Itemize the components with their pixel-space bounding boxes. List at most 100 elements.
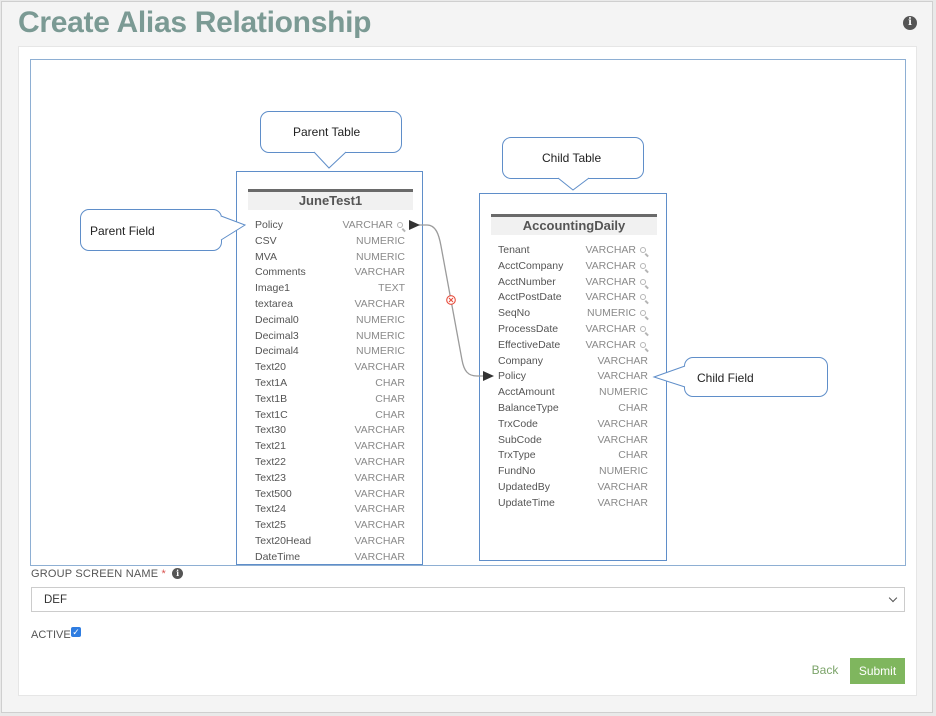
field-type: VARCHAR (354, 550, 405, 563)
field-name: TrxCode (498, 417, 538, 430)
field-name: Text23 (255, 471, 286, 484)
field-row[interactable]: AcctPostDate VARCHAR (498, 291, 648, 306)
child-field-callout: Child Field (684, 357, 828, 397)
field-type: VARCHAR (585, 291, 636, 304)
field-row[interactable]: AcctNumber VARCHAR (498, 276, 648, 291)
field-name: Policy (255, 219, 284, 231)
parent-field-callout-label: Parent Field (90, 224, 155, 238)
field-name: AcctCompany (498, 259, 564, 272)
field-name: UpdatedBy (498, 481, 550, 493)
field-type: VARCHAR (354, 487, 405, 500)
field-row[interactable]: FundNo NUMERIC (498, 465, 648, 480)
active-checkbox[interactable]: ✓ (71, 627, 81, 637)
field-row[interactable]: Text20 VARCHAR (255, 361, 405, 376)
field-name: AcctPostDate (498, 291, 562, 304)
parent-table-callout-label: Parent Table (293, 125, 361, 139)
parent-field-callout: Parent Field (80, 209, 222, 251)
parent-table-name: JuneTest1 (248, 189, 413, 210)
child-field-callout-label: Child Field (697, 371, 754, 385)
field-row[interactable]: CSV NUMERIC (255, 235, 405, 250)
field-type: VARCHAR (354, 298, 405, 310)
info-icon[interactable]: i (903, 16, 917, 30)
field-name: AcctNumber (498, 275, 556, 288)
field-type: CHAR (618, 402, 648, 414)
field-type: NUMERIC (599, 465, 648, 478)
field-type: NUMERIC (356, 345, 405, 358)
field-name: Text21 (255, 440, 286, 453)
field-row[interactable]: AcctAmount NUMERIC (498, 386, 648, 401)
field-type: CHAR (618, 449, 648, 462)
field-type: NUMERIC (599, 386, 648, 399)
field-type: VARCHAR (354, 424, 405, 437)
field-type: VARCHAR (354, 361, 405, 374)
child-table-name: AccountingDaily (491, 214, 657, 235)
field-name: Text24 (255, 503, 286, 516)
key-icon (640, 262, 646, 269)
field-type: VARCHAR (585, 338, 636, 351)
field-type: VARCHAR (585, 275, 636, 288)
info-icon[interactable]: i (172, 568, 184, 579)
field-name: CSV (255, 234, 277, 247)
field-name: FundNo (498, 465, 536, 478)
field-row[interactable]: Policy VARCHAR (255, 219, 405, 234)
field-row[interactable]: UpdatedBy VARCHAR (498, 481, 648, 496)
field-name: UpdateTime (498, 496, 555, 509)
field-type: VARCHAR (354, 471, 405, 484)
field-name: Company (498, 354, 543, 367)
field-type: VARCHAR (342, 219, 393, 231)
field-type: CHAR (375, 408, 405, 421)
back-button[interactable]: Back (811, 663, 839, 677)
field-type: NUMERIC (356, 234, 405, 247)
field-type: VARCHAR (354, 535, 405, 547)
field-name: DateTime (255, 550, 301, 563)
field-name: Text20 (255, 361, 286, 374)
field-type: NUMERIC (356, 313, 405, 326)
group-screen-name-select[interactable]: DEF (31, 587, 905, 612)
field-type: VARCHAR (597, 433, 648, 446)
field-row[interactable]: TrxCode VARCHAR (498, 418, 648, 433)
field-type: VARCHAR (354, 266, 405, 279)
field-row[interactable]: DateTime VARCHAR (255, 551, 405, 566)
submit-button[interactable]: Submit (850, 658, 905, 684)
field-row[interactable]: Text23 VARCHAR (255, 472, 405, 487)
child-table-callout-label: Child Table (542, 151, 602, 165)
key-icon (640, 294, 646, 301)
parent-table-callout: Parent Table (260, 111, 402, 153)
child-table-callout: Child Table (502, 137, 644, 179)
field-type: VARCHAR (597, 481, 648, 493)
remove-link-icon[interactable] (446, 295, 456, 305)
field-name: AcctAmount (498, 386, 555, 399)
field-type: VARCHAR (597, 417, 648, 430)
field-type: TEXT (378, 282, 405, 295)
